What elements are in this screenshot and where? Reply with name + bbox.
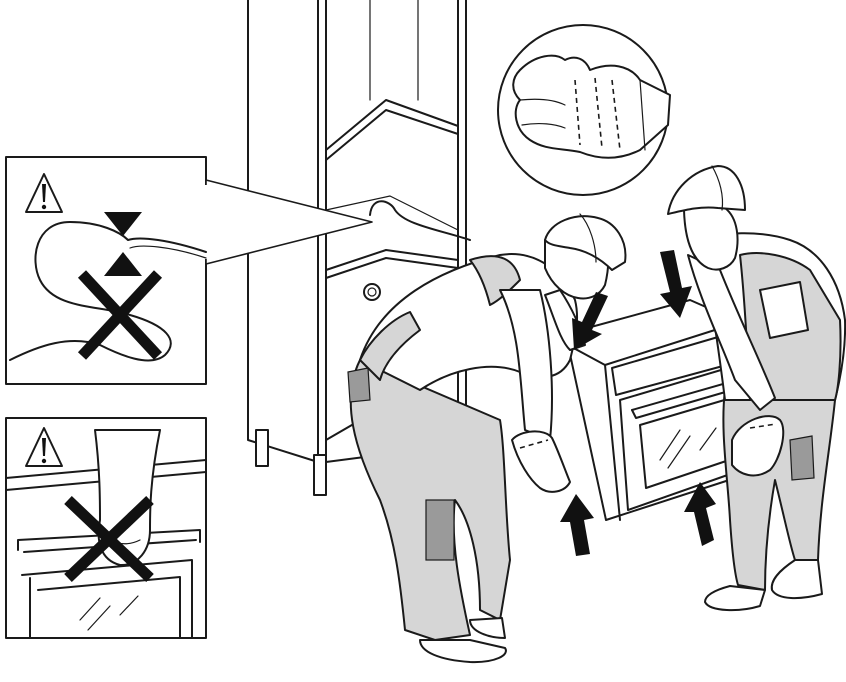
knee-patch [425, 499, 455, 561]
cabinet-leg [255, 429, 269, 467]
arrow-icon [684, 482, 716, 546]
handle-warning-panel [5, 417, 207, 639]
arrow-icon [660, 250, 692, 318]
arrow-down-icon [104, 212, 142, 236]
hip-patch [347, 367, 371, 403]
arrow-icon [560, 494, 594, 556]
cable-warning-panel [5, 156, 373, 385]
warning-triangle-icon [25, 173, 63, 213]
work-glove [511, 430, 571, 493]
work-glove [731, 415, 785, 477]
hard-hat [544, 215, 627, 271]
warning-triangle-icon [25, 427, 63, 467]
shoe [704, 585, 766, 612]
lift-direction-arrows [560, 250, 716, 556]
cabinet-leg [313, 454, 327, 496]
cross-out-icon [77, 270, 163, 360]
arrow-icon [572, 292, 608, 350]
protective-gloves-icon [512, 54, 671, 159]
hard-hat [667, 165, 746, 215]
protective-gloves-inset [497, 24, 671, 196]
cable-loop [9, 221, 207, 362]
shoe [770, 559, 823, 600]
power-socket [363, 283, 381, 301]
power-cable [369, 200, 471, 241]
worker-front [347, 213, 627, 664]
worker-back [667, 165, 846, 612]
knee-patch [789, 435, 815, 481]
shoe [419, 639, 507, 664]
arrow-up-icon [104, 252, 142, 276]
shoe [469, 617, 506, 639]
built-in-oven [567, 299, 761, 521]
cross-out-icon [64, 496, 154, 582]
